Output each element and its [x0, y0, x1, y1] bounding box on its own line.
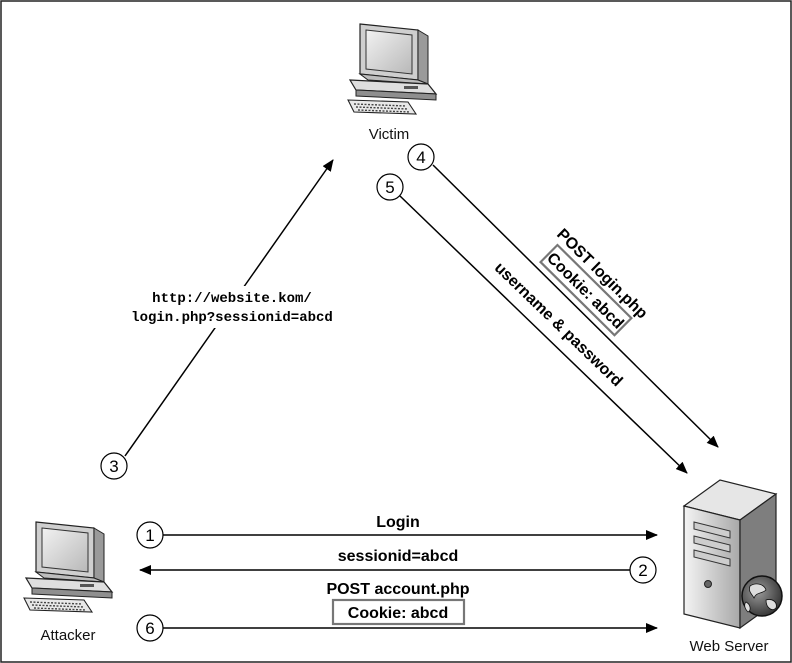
victim-computer-icon — [347, 23, 438, 115]
cookie-attacker-box — [331, 598, 466, 626]
url-label-backdrop — [130, 286, 340, 328]
url-label-line-1: http://website.kom/ — [152, 291, 312, 307]
victim-label: Victim — [369, 126, 410, 143]
sessionid-label: sessionid=abcd — [338, 548, 459, 565]
attacker-computer-icon — [23, 521, 114, 613]
step-6-badge: 6 — [136, 614, 164, 642]
step-6-number: 6 — [145, 619, 154, 638]
step-2-number: 2 — [638, 561, 647, 580]
attacker-label: Attacker — [40, 627, 95, 644]
url-label-line-2: login.php?sessionid=abcd — [131, 310, 333, 326]
step-5-badge: 5 — [376, 173, 404, 201]
step-1-badge: 1 — [136, 521, 164, 549]
step-5-number: 5 — [385, 178, 394, 197]
post-account-label: POST account.php — [326, 581, 469, 598]
cookie-attacker-label: Cookie: abcd — [348, 605, 448, 622]
web-server-icon — [682, 479, 783, 630]
arrow-step-4 — [432, 164, 719, 448]
web-server-label: Web Server — [690, 638, 769, 655]
step-2-badge: 2 — [629, 556, 657, 584]
cookie-victim-box — [539, 243, 633, 337]
step-1-number: 1 — [145, 526, 154, 545]
arrow-step-5 — [399, 195, 688, 474]
login-label: Login — [376, 514, 420, 531]
step-3-number: 3 — [109, 457, 118, 476]
step-3-badge: 3 — [100, 452, 128, 480]
step-4-number: 4 — [416, 148, 425, 167]
step-4-badge: 4 — [407, 143, 435, 171]
